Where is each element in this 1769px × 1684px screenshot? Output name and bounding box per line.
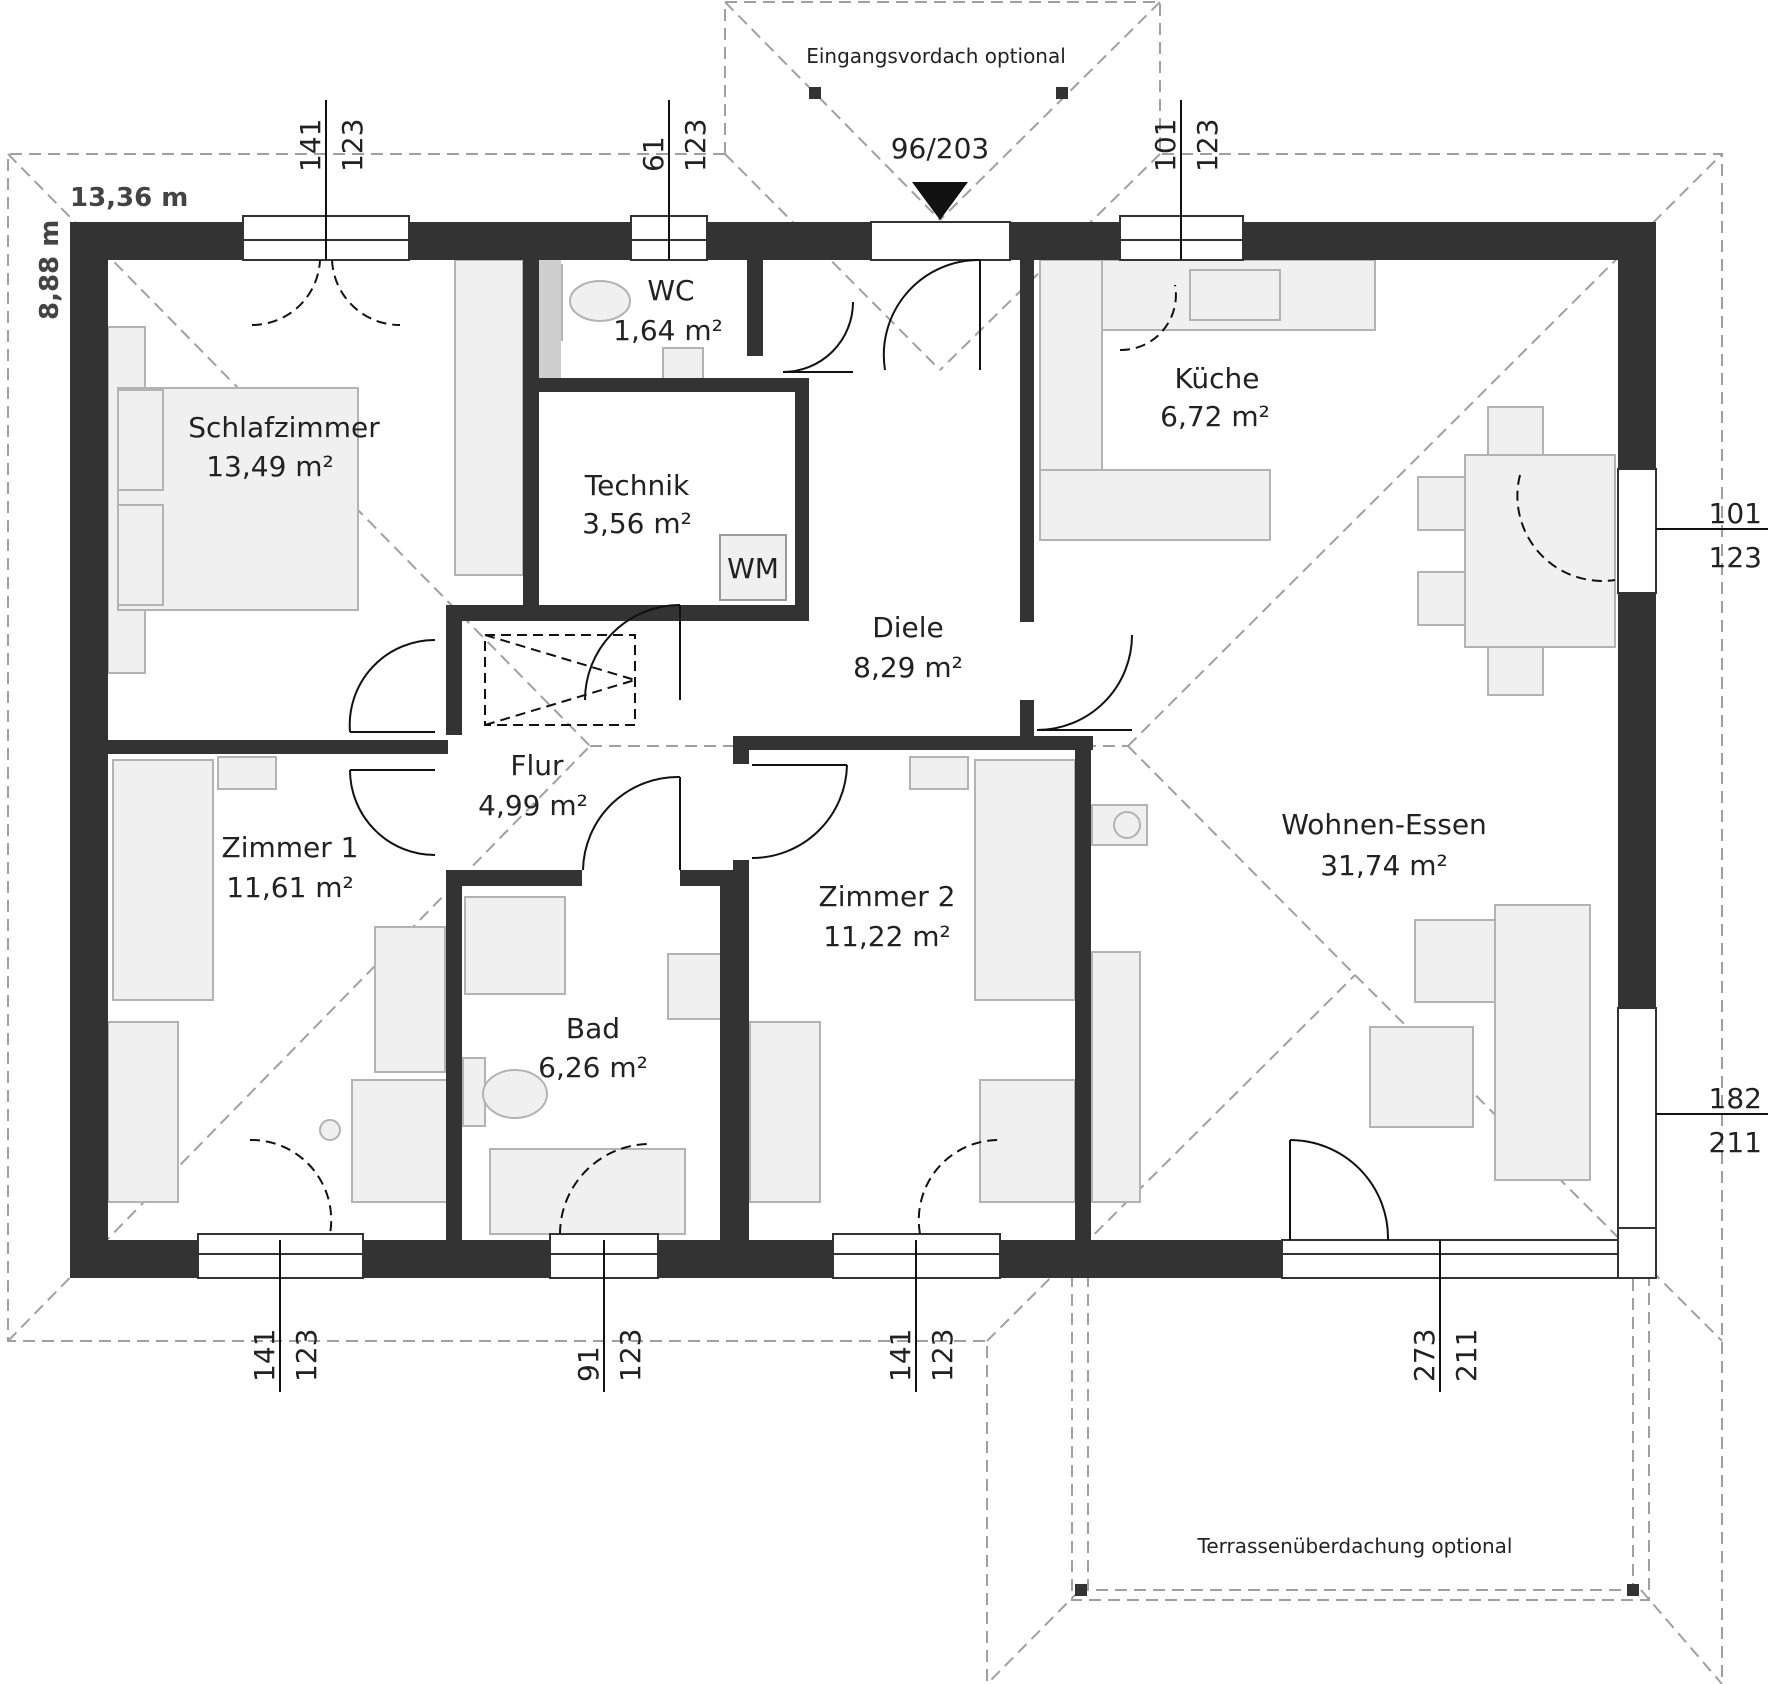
window-width: 91 — [572, 1346, 605, 1382]
window-height: 123 — [1709, 541, 1762, 574]
dimension-lines — [279, 100, 1768, 1392]
window-height: 123 — [336, 119, 369, 172]
walls — [70, 222, 1656, 1278]
room-name: Bad — [566, 1012, 620, 1045]
room-area: 1,64 m² — [613, 314, 723, 347]
washer-label: WM — [727, 552, 779, 585]
room-area: 11,22 m² — [823, 920, 951, 953]
entrance-arrow-icon — [912, 182, 968, 220]
room-name: Küche — [1174, 362, 1259, 395]
window-width: 101 — [1709, 497, 1762, 530]
room-area: 6,72 m² — [1160, 400, 1270, 433]
window-width: 61 — [637, 136, 670, 172]
window-height: 123 — [679, 119, 712, 172]
window-height: 211 — [1450, 1329, 1483, 1382]
width-label: 13,36 m — [70, 183, 188, 213]
room-labels: Schlafzimmer 13,49 m² WC 1,64 m² Technik… — [188, 274, 1487, 1084]
room-area: 6,26 m² — [538, 1051, 648, 1084]
window-height: 123 — [614, 1329, 647, 1382]
window-width: 182 — [1709, 1082, 1762, 1115]
room-area: 8,29 m² — [853, 651, 963, 684]
room-name: Wohnen-Essen — [1281, 808, 1487, 841]
room-area: 31,74 m² — [1320, 849, 1448, 882]
room-area: 3,56 m² — [582, 507, 692, 540]
window-height: 123 — [926, 1329, 959, 1382]
porch-label: Eingangsvordach optional — [806, 44, 1066, 68]
window-height: 123 — [1191, 119, 1224, 172]
furniture — [107, 259, 1616, 1235]
entrance-door-label: 96/203 — [891, 132, 990, 165]
window-width: 273 — [1408, 1329, 1441, 1382]
room-area: 4,99 m² — [478, 789, 588, 822]
room-name: WC — [647, 274, 694, 307]
room-name: Flur — [510, 749, 564, 782]
depth-label: 8,88 m — [35, 220, 65, 320]
door-swings — [249, 258, 1616, 1241]
washing-machine — [719, 534, 787, 601]
window-width: 141 — [248, 1329, 281, 1382]
room-name: Zimmer 2 — [819, 880, 956, 913]
room-name: Diele — [872, 611, 944, 644]
window-width: 141 — [884, 1329, 917, 1382]
window-width: 141 — [294, 119, 327, 172]
window-width: 101 — [1149, 119, 1182, 172]
window-dimensions: 141 123 61 123 101 123 101 123 182 211 1… — [248, 119, 1762, 1382]
window-height: 123 — [290, 1329, 323, 1382]
room-area: 13,49 m² — [206, 450, 334, 483]
room-area: 11,61 m² — [226, 871, 354, 904]
room-name: Zimmer 1 — [222, 831, 359, 864]
terrace-label: Terrassenüberdachung optional — [1197, 1534, 1513, 1558]
room-name: Technik — [584, 469, 690, 502]
room-name: Schlafzimmer — [188, 411, 380, 444]
window-height: 211 — [1709, 1126, 1762, 1159]
